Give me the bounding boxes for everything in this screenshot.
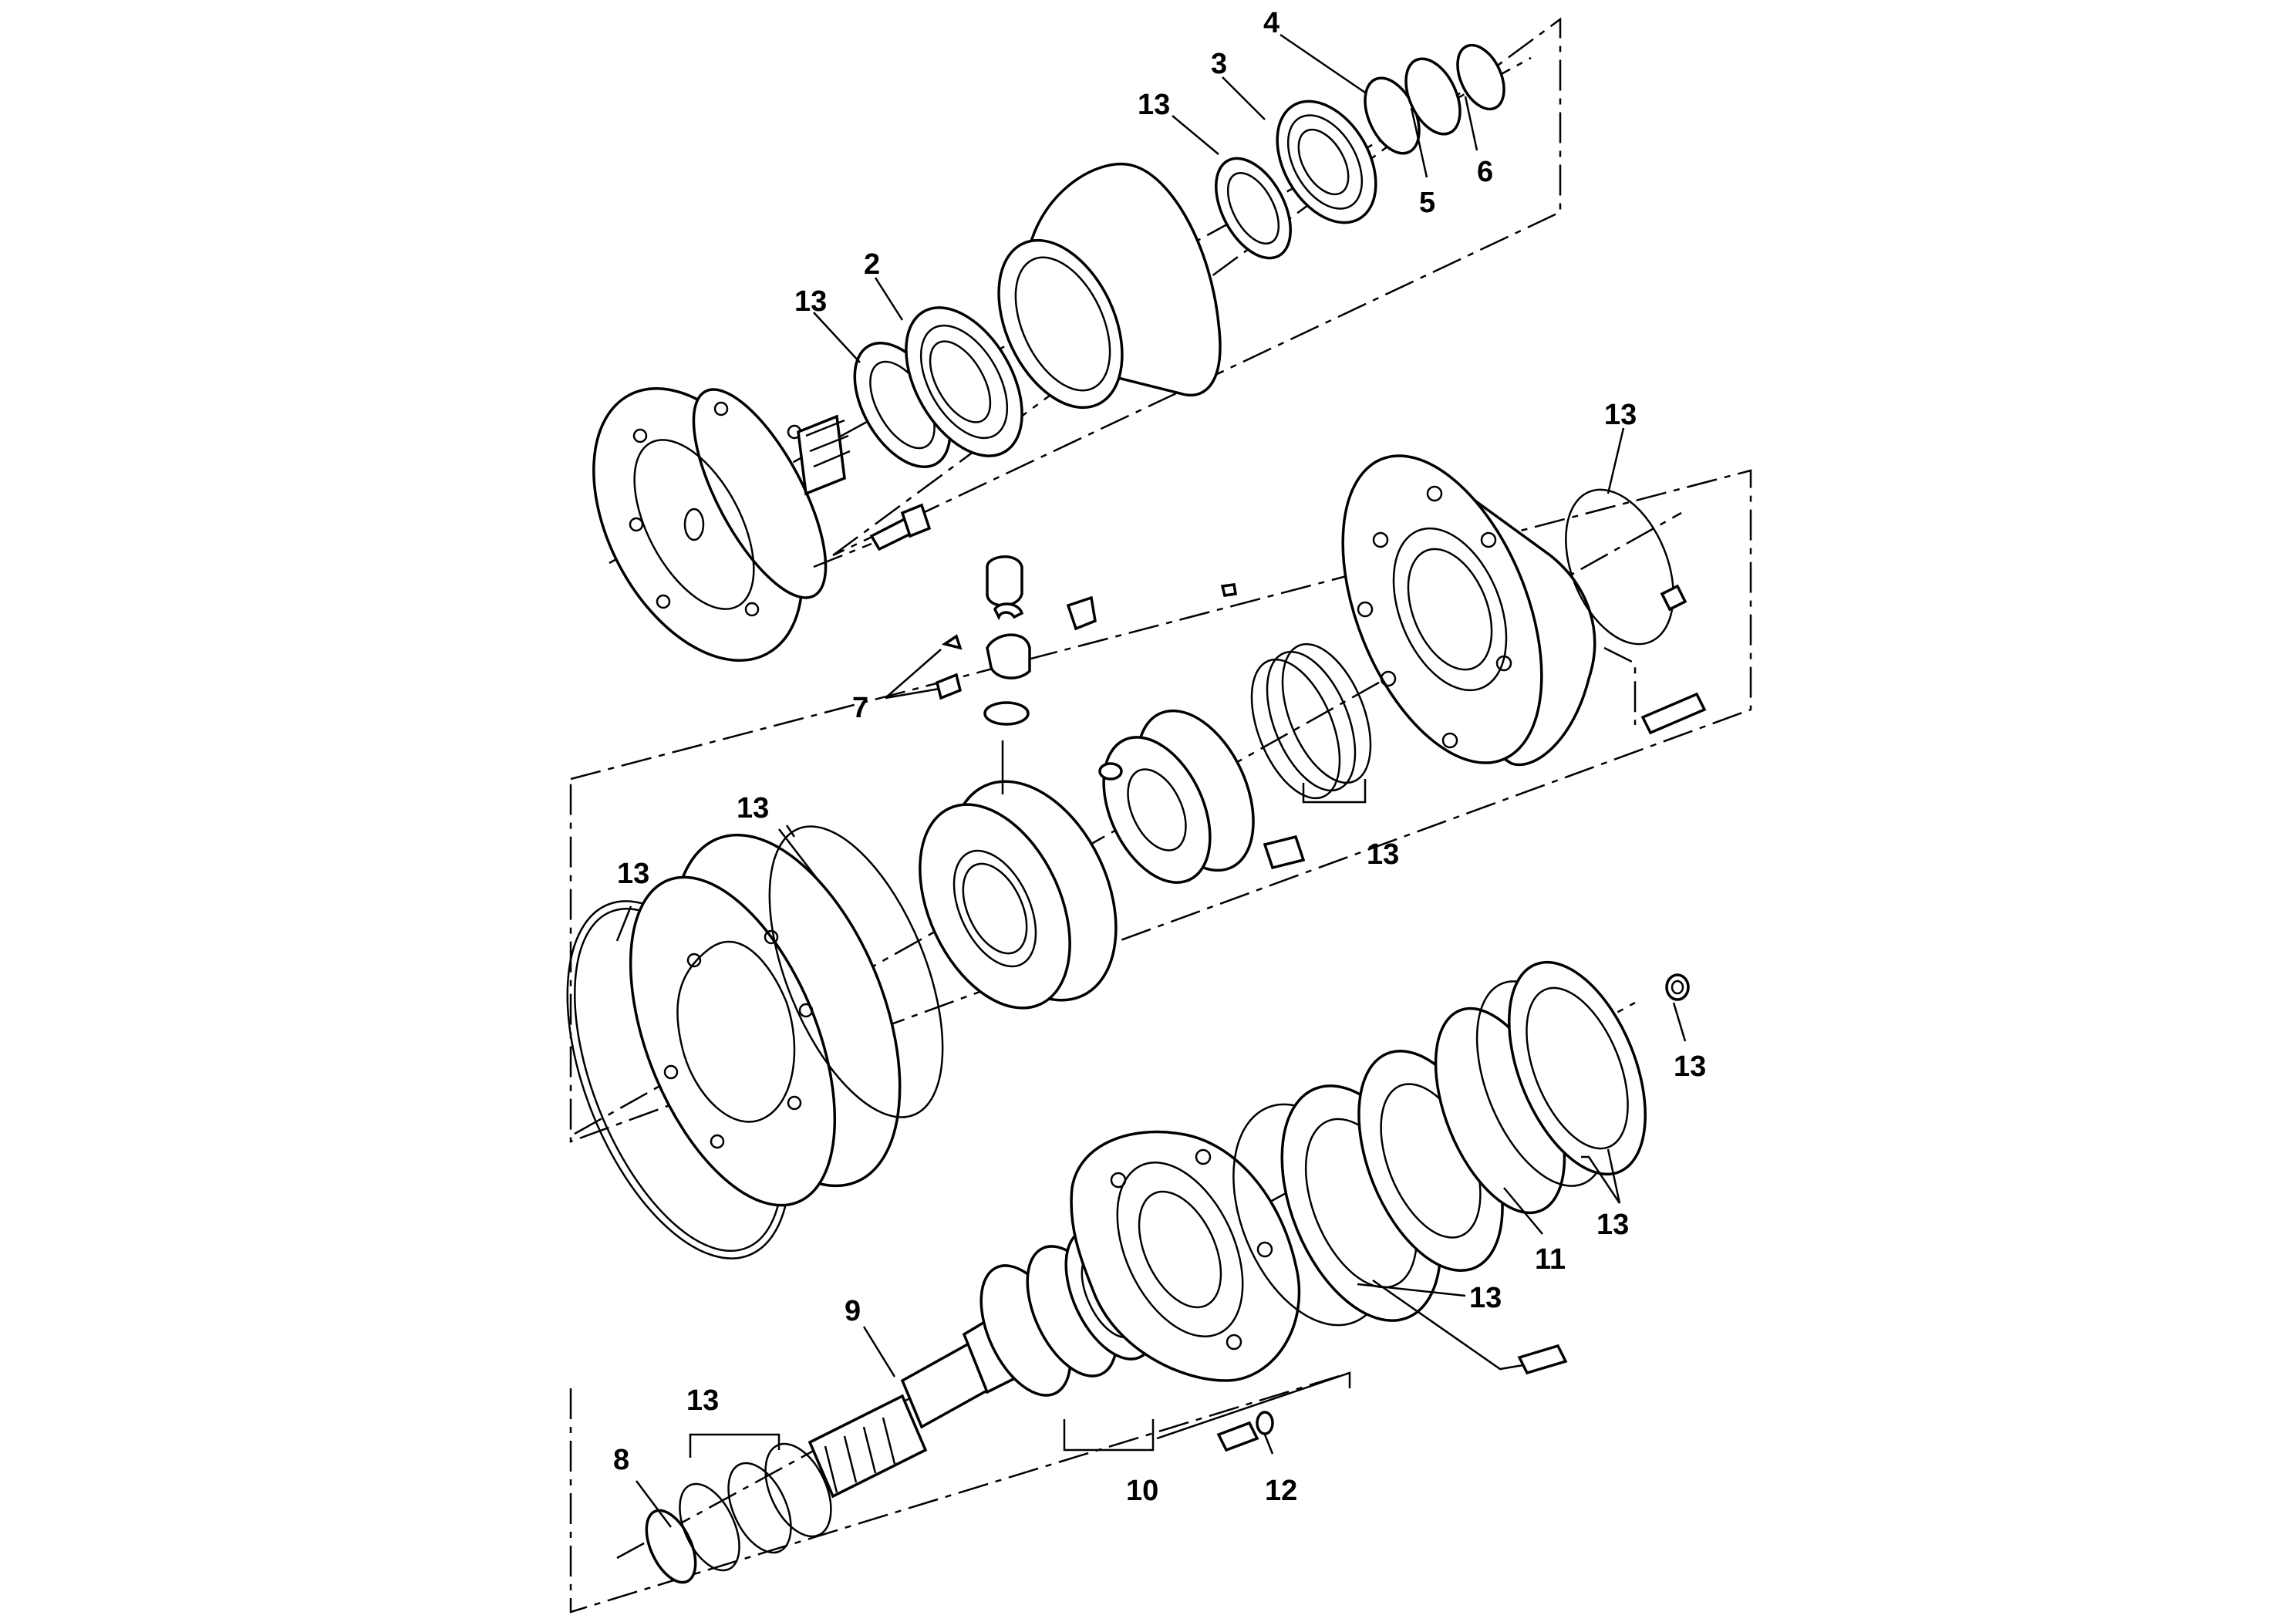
callout-4: 4 (1263, 7, 1279, 39)
bearing-2 (905, 306, 1023, 457)
callout-13-a: 13 (1138, 89, 1170, 121)
flange-shaft (592, 387, 851, 662)
upper-assembly (592, 17, 1562, 662)
callout-13-d: 13 (1367, 838, 1399, 871)
bearing-3 (1276, 99, 1377, 224)
brake-housing (1070, 1130, 1301, 1382)
callout-3: 3 (1211, 48, 1227, 80)
callout-13-c: 13 (1604, 399, 1637, 431)
ring-5 (1404, 57, 1462, 136)
leader-lines (615, 33, 1687, 1528)
gerotor-stator (629, 833, 902, 1207)
lower-assembly (569, 960, 1690, 1614)
snap-ring-6 (1456, 43, 1505, 111)
callout-13-e: 13 (737, 792, 769, 824)
flange-screw (813, 503, 932, 568)
callout-5: 5 (1419, 187, 1435, 219)
cover-bolts (1603, 584, 1707, 735)
callout-8: 8 (613, 1444, 629, 1476)
callout-13-i: 13 (1469, 1282, 1502, 1314)
ring-13-b (727, 1462, 792, 1554)
end-cover-housing (1341, 454, 1596, 767)
callout-9: 9 (845, 1295, 861, 1327)
small-parts-7 (935, 555, 1097, 726)
o-ring-13-cover (1565, 488, 1674, 646)
screw-12 (1156, 1371, 1351, 1452)
rotor (919, 780, 1118, 1010)
callout-7: 7 (852, 692, 868, 724)
callout-2: 2 (864, 248, 880, 281)
callouts: 4 3 13 6 5 2 13 13 7 13 13 13 13 13 11 1… (613, 7, 1706, 1507)
ring-13-a (679, 1482, 740, 1572)
lower-group-frame (569, 1371, 1350, 1614)
callout-13-h: 13 (1596, 1209, 1629, 1241)
callout-12: 12 (1265, 1475, 1297, 1507)
plug-13 (1665, 973, 1690, 1001)
valve-plate (1098, 583, 1306, 884)
lower-bolt (1372, 1279, 1568, 1375)
snap-ring-8 (645, 1509, 697, 1584)
callout-13-b: 13 (794, 285, 827, 318)
callout-13-g: 13 (1674, 1050, 1706, 1083)
seal-13-upper-right (1215, 157, 1292, 260)
hub-housing (997, 163, 1222, 410)
springs-13 (1250, 642, 1372, 800)
o-ring-13-stator (768, 825, 944, 1118)
middle-assembly (566, 454, 1752, 1259)
callout-13-j: 13 (686, 1384, 719, 1417)
callout-13-f: 13 (617, 858, 649, 890)
ring-13-c (764, 1442, 832, 1538)
callout-10: 10 (1126, 1475, 1158, 1507)
callout-6: 6 (1477, 156, 1493, 188)
callout-11: 11 (1535, 1243, 1566, 1276)
brake-cover (1508, 960, 1647, 1176)
